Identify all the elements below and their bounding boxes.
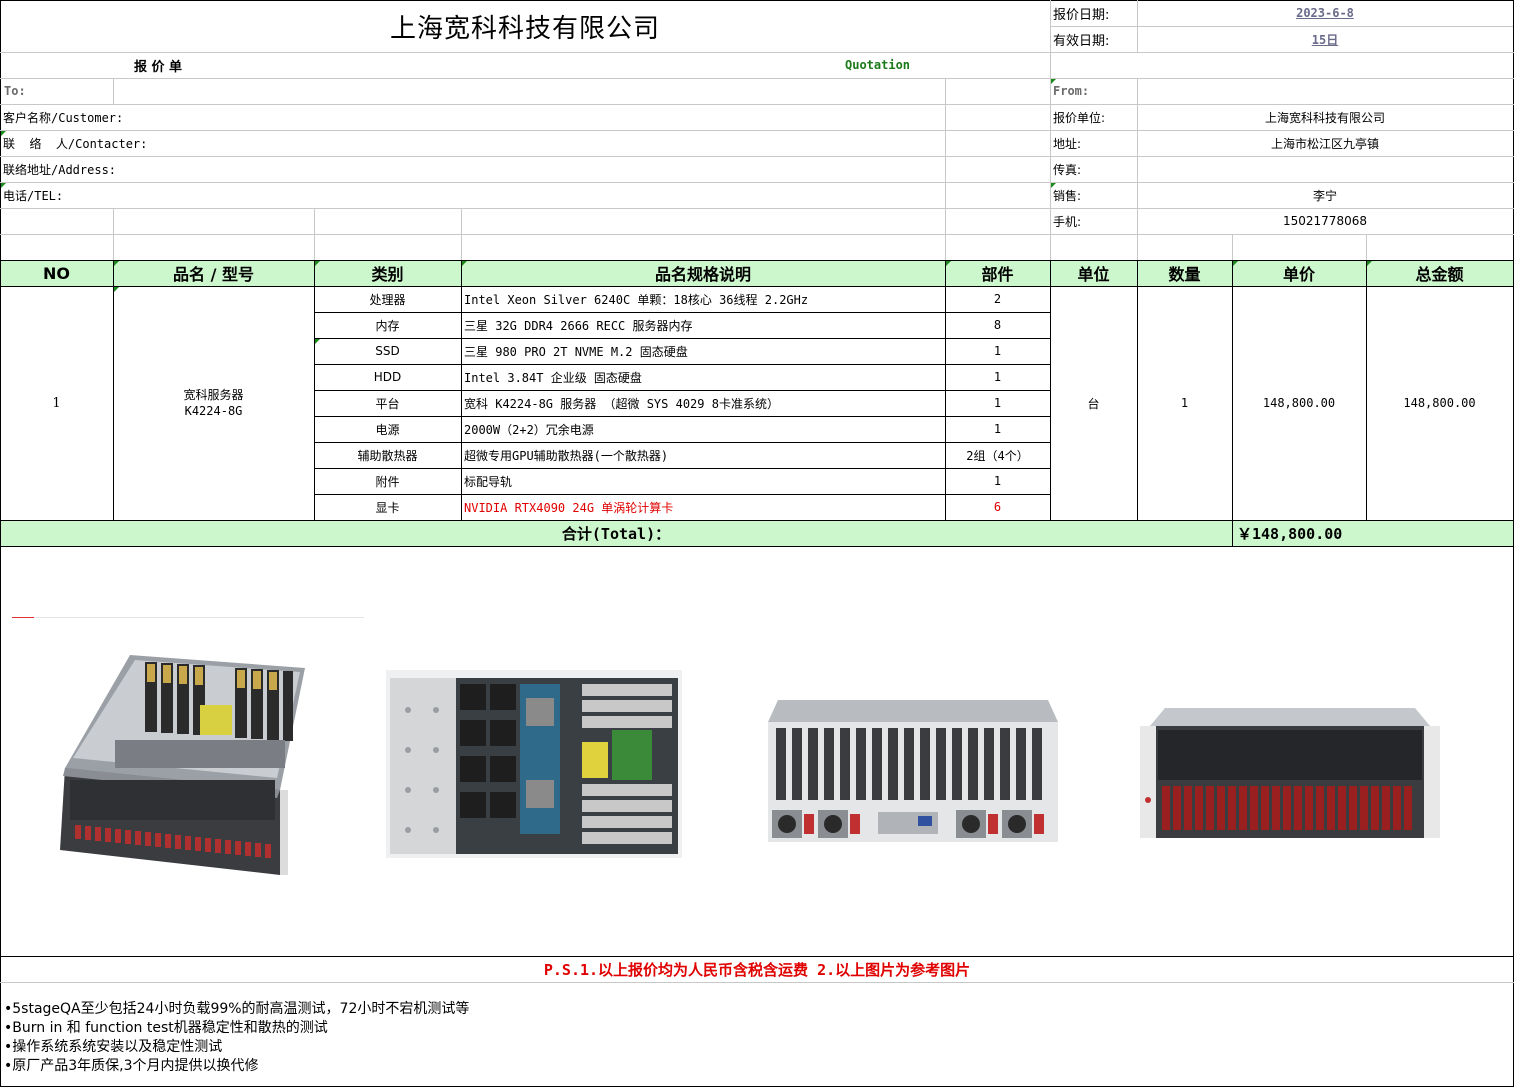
component-category: SSD [375,344,400,358]
component-spec: 三星 980 PRO 2T NVME M.2 固态硬盘 [464,344,688,359]
supplier-sales-value: 李宁 [1312,188,1337,203]
service-note: •原厂产品3年质保,3个月内提供以换代修 [4,1058,259,1074]
supplier-mobile-label: 手机: [1053,214,1082,229]
server-top-view-image [386,670,682,858]
col-header-total: 总金额 [1415,265,1464,284]
from-label: From: [1053,84,1090,98]
server-open-chassis-image [55,650,310,875]
supplier-mobile-value: 15021778068 [1283,214,1367,228]
item-name: 宽科服务器 [183,388,244,402]
quote-date-label: 报价日期: [1053,7,1110,23]
service-note: •Burn in 和 function test机器稳定性和散热的测试 [4,1020,328,1036]
contacter-label: 联 络 人/Contacter: [3,136,148,151]
component-spec: 三星 32G DDR4 2666 RECC 服务器内存 [464,318,693,333]
col-header-spec: 品名规格说明 [654,265,751,284]
total-value: ￥148,800.00 [1237,524,1343,543]
component-category: 内存 [375,318,400,333]
component-spec-highlight: NVIDIA RTX4090 24G 单涡轮计算卡 [464,500,674,515]
valid-date-value[interactable]: 15日 [1311,32,1339,47]
col-header-unit: 单位 [1077,265,1110,284]
col-header-part: 部件 [981,265,1014,284]
component-spec: 标配导轨 [464,474,513,489]
component-qty: 1 [993,344,1002,358]
col-header-no: NO [43,263,70,283]
supplier-company-value: 上海宽科科技有限公司 [1264,110,1385,125]
col-header-category: 类别 [371,265,404,284]
component-qty: 1 [993,474,1002,488]
component-qty: 2组（4个） [966,448,1029,463]
component-spec: 宽科 K4224-8G 服务器 （超微 SYS 4029 8卡准系统） [464,396,779,411]
to-label: To: [4,84,26,98]
component-spec: 超微专用GPU辅助散热器(一个散热器) [464,448,669,463]
component-category: HDD [373,370,402,384]
service-note: •5stageQA至少包括24小时负载99%的耐高温测试，72小时不宕机测试等 [4,1001,470,1017]
component-qty: 1 [993,396,1002,410]
valid-date-label: 有效日期: [1053,33,1110,49]
supplier-fax-label: 传真: [1053,162,1082,177]
supplier-company-label: 报价单位: [1053,110,1106,125]
col-header-name-model: 品名 / 型号 [173,265,254,284]
supplier-address-value: 上海市松江区九亭镇 [1270,136,1379,151]
ps-note: P.S.1.以上报价均为人民币含税含运费 2.以上图片为参考图片 [543,960,971,979]
component-category: 电源 [375,422,400,437]
server-front-view-image [1140,708,1440,838]
component-spec: Intel 3.84T 企业级 固态硬盘 [464,370,642,385]
quote-date-value[interactable]: 2023-6-8 [1296,6,1354,20]
component-category: 附件 [375,474,400,489]
col-header-qty: 数量 [1168,265,1201,284]
item-total: 148,800.00 [1403,396,1476,410]
item-name-model: 宽科服务器 K4224-8G [113,286,314,520]
col-header-unit-price: 单价 [1282,265,1315,284]
item-no: 1 [52,395,61,411]
component-category: 辅助散热器 [357,448,418,463]
component-spec: Intel Xeon Silver 6240C 单颗：18核心 36线程 2.2… [464,292,809,307]
tel-label: 电话/TEL: [3,188,64,203]
component-category: 显卡 [375,500,400,515]
component-spec: 2000W（2+2）冗余电源 [464,422,594,437]
customer-name-label: 客户名称/Customer: [3,110,124,125]
component-qty: 8 [993,318,1002,332]
company-title: 上海宽科科技有限公司 [389,13,660,44]
item-model: K4224-8G [184,404,243,418]
component-qty-highlight: 6 [993,500,1002,514]
service-note: •操作系统系统安装以及稳定性测试 [4,1039,223,1055]
item-unit-price: 148,800.00 [1262,396,1336,410]
component-category: 平台 [375,396,400,411]
component-category: 处理器 [369,292,406,307]
item-qty: 1 [1180,396,1189,410]
supplier-address-label: 地址: [1053,136,1082,151]
quote-label-en: Quotation [845,58,911,72]
item-unit: 台 [1087,396,1100,411]
component-qty: 1 [993,370,1002,384]
supplier-fax-value [1137,156,1513,182]
address-label: 联络地址/Address: [3,162,117,177]
total-label: 合计(Total)： [561,524,671,543]
quote-label: 报 价 单 [134,59,183,75]
component-qty: 1 [993,422,1002,436]
component-qty: 2 [993,292,1002,306]
server-rear-view-image [768,700,1058,842]
supplier-sales-label: 销售: [1053,188,1082,203]
